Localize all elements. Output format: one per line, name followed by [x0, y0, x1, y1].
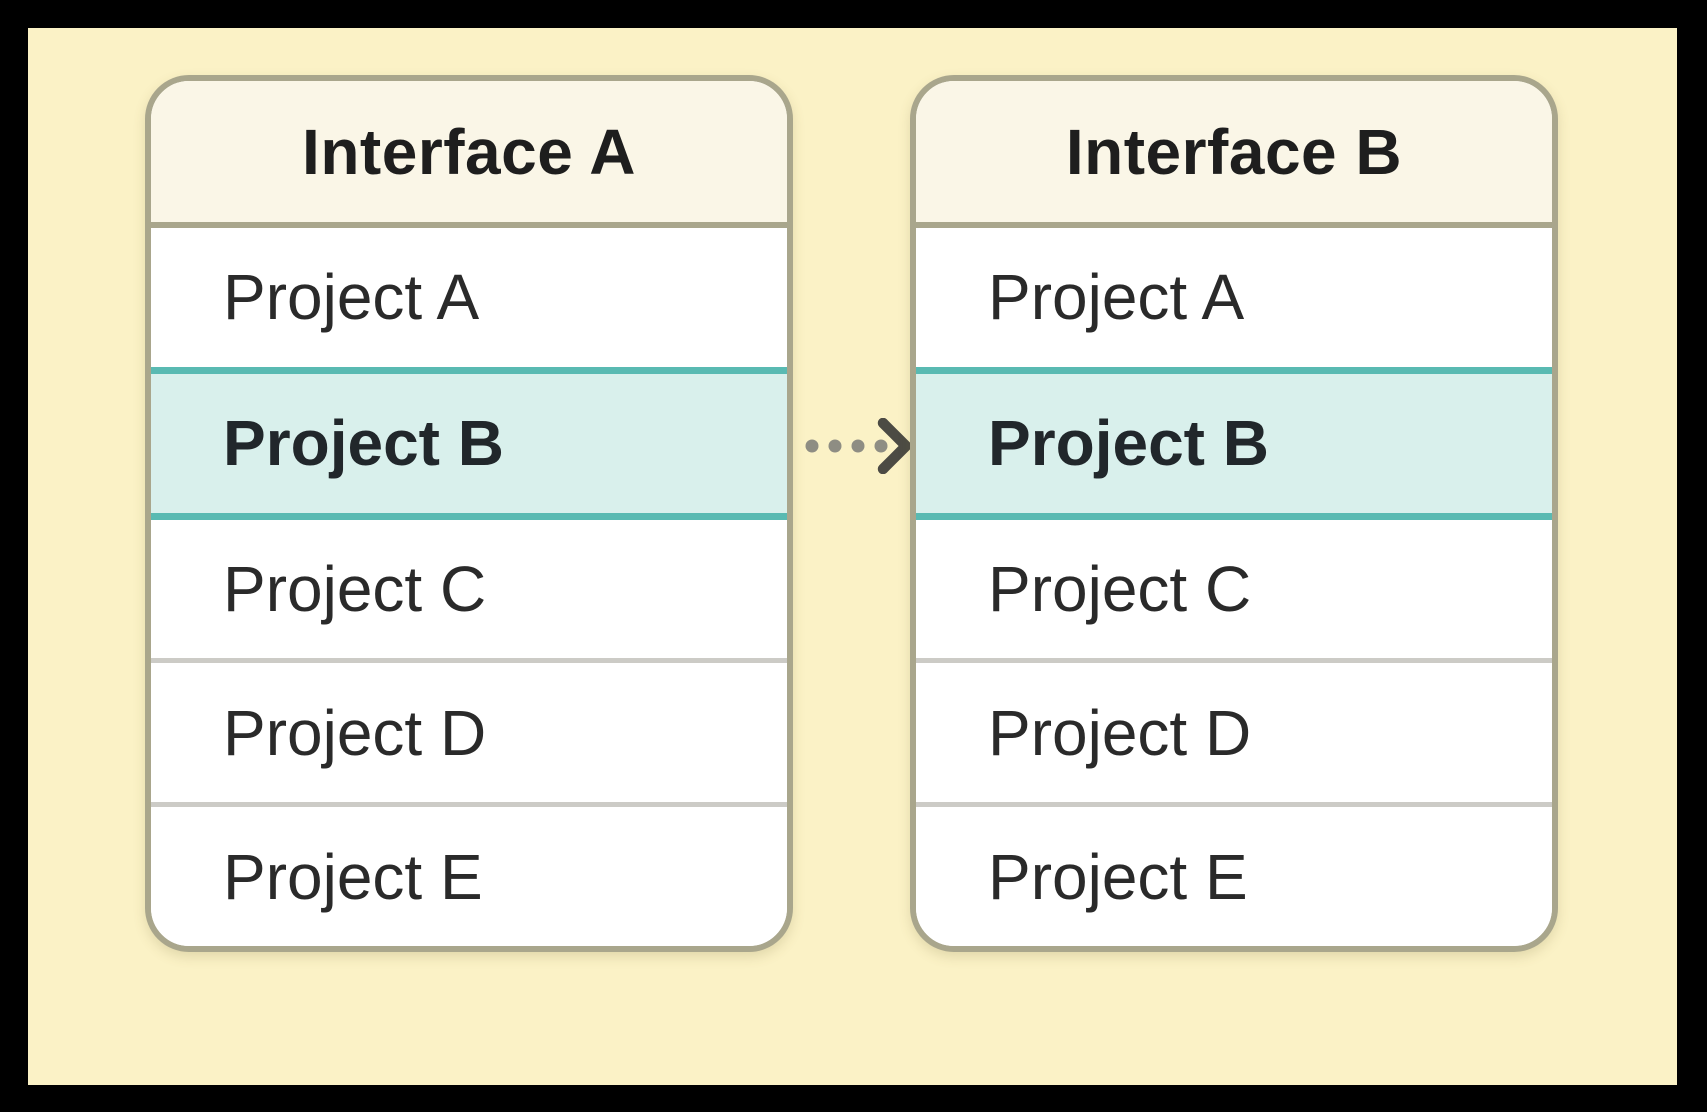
panel-header: Interface B	[916, 81, 1552, 228]
list-item-project-e[interactable]: Project E	[916, 802, 1552, 946]
list-item-label: Project C	[988, 552, 1252, 625]
panel-interface-b: Interface B Project A Project B Project …	[910, 75, 1558, 952]
list-item-project-a[interactable]: Project A	[916, 228, 1552, 367]
dotted-arrow-right-icon	[805, 418, 915, 474]
list-item-label: Project B	[988, 407, 1269, 480]
list-item-project-a[interactable]: Project A	[151, 228, 787, 367]
list-item-project-c[interactable]: Project C	[151, 519, 787, 659]
list-item-label: Project C	[223, 552, 487, 625]
canvas-background: Interface A Project A Project B Project …	[28, 28, 1677, 1085]
list-item-label: Project D	[988, 696, 1252, 769]
list-item-label: Project A	[988, 261, 1245, 334]
list-item-project-c[interactable]: Project C	[916, 519, 1552, 659]
panel-title: Interface B	[1065, 115, 1403, 188]
list-item-label: Project D	[223, 696, 487, 769]
list-item-label: Project E	[223, 840, 483, 913]
list-item-label: Project A	[223, 261, 480, 334]
panel-title: Interface A	[302, 115, 636, 188]
list-item-project-b-selected[interactable]: Project B	[916, 366, 1552, 520]
panel-header: Interface A	[151, 81, 787, 228]
list-item-project-d[interactable]: Project D	[151, 658, 787, 803]
panel-interface-a: Interface A Project A Project B Project …	[145, 75, 793, 952]
list-item-label: Project B	[223, 407, 504, 480]
list-item-project-d[interactable]: Project D	[916, 658, 1552, 803]
list-item-label: Project E	[988, 840, 1248, 913]
list-item-project-e[interactable]: Project E	[151, 802, 787, 946]
list-item-project-b-selected[interactable]: Project B	[151, 366, 787, 520]
